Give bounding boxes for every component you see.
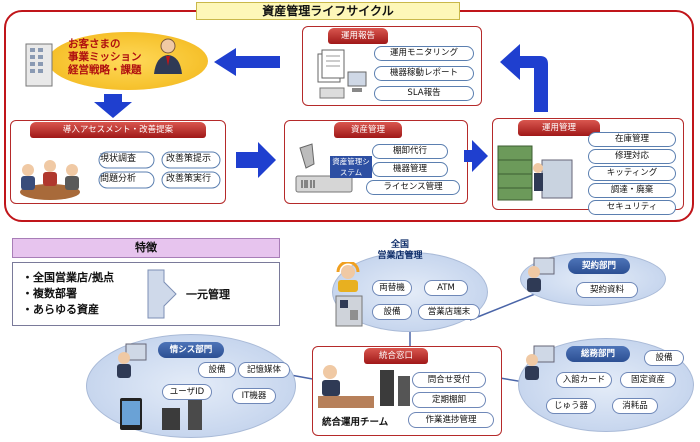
operation-item-security: セキュリティ (588, 200, 676, 215)
asset-item-inventory: 棚卸代行 (372, 144, 448, 159)
arrow-operation-to-report (500, 44, 548, 112)
it-item-userid: ユーザID (162, 384, 212, 400)
features-box (12, 262, 280, 326)
window-team: 統合運用チーム (322, 417, 389, 428)
operation-item-repair: 修理対応 (588, 149, 676, 164)
meeting-people-icon (20, 160, 80, 200)
assessment-item-analysis: 問題分析 (100, 174, 137, 184)
arrow-assessment-to-asset (236, 142, 276, 178)
general-item-consumables: 消耗品 (612, 398, 658, 414)
warehouse-icon (497, 145, 573, 201)
it-item-devices: IT機器 (232, 388, 276, 404)
arrow-customer-to-assessment (94, 94, 132, 118)
arrow-asset-to-operation (464, 140, 488, 172)
operation-item-stock: 在庫管理 (588, 132, 676, 147)
asset-item-device: 機器管理 (372, 162, 448, 177)
features-title: 特徴 (12, 238, 280, 258)
branch-staff-icon (335, 262, 363, 327)
page-title-overlay: 資産管理ライフサイクル (196, 2, 460, 20)
features-bracket-arrow (147, 269, 177, 319)
nationwide-item-terminal: 営業店端末 (418, 304, 480, 320)
nationwide-title: 全国 営業店管理 (370, 240, 430, 262)
asset-item-license: ライセンス管理 (366, 180, 460, 195)
asset-system-icon (295, 143, 353, 193)
nationwide-title-line-2: 営業店管理 (377, 251, 423, 261)
general-item-fixtures: じゅう器 (546, 398, 596, 414)
customer-text: お客さまの 事業ミッション 経営戦略・課題 (68, 38, 178, 77)
building-icon (25, 43, 53, 87)
operation-item-kitting: キッティング (588, 166, 676, 181)
customer-line-2: 事業ミッション (68, 51, 142, 63)
nationwide-title-line-1: 全国 (390, 240, 409, 250)
it-item-equipment: 設備 (198, 362, 236, 378)
report-documents-icon (317, 49, 367, 99)
assessment-item-proposal: 改善策提示 (166, 154, 212, 164)
contract-staff-icon (527, 257, 555, 292)
arrow-report-to-customer (214, 48, 280, 76)
report-item-sla: SLA報告 (374, 86, 474, 101)
contract-title: 契約部門 (568, 258, 630, 274)
window-item-inventory: 定期棚卸 (412, 392, 486, 408)
features-result: 一元管理 (186, 288, 230, 301)
features-list: ・全国営業店/拠点 ・複数部署 ・あらゆる資産 (22, 270, 114, 318)
report-panel-title: 運用報告 (328, 28, 388, 44)
window-title: 統合窓口 (364, 348, 428, 364)
window-item-progress: 作業進捗管理 (408, 412, 494, 428)
assessment-panel-title: 導入アセスメント・改善提案 (30, 122, 206, 138)
window-item-inquiry: 問合せ受付 (412, 372, 486, 388)
asset-system-label: 資産管理システム (330, 156, 372, 178)
customer-line-3: 経営戦略・課題 (68, 64, 142, 76)
help-desk-icon (318, 365, 410, 408)
contract-item-documents: 契約資料 (576, 282, 638, 298)
report-item-monitoring: 運用モニタリング (374, 46, 474, 61)
feature-item-assets: ・あらゆる資産 (22, 303, 99, 316)
customer-line-1: お客さまの (68, 38, 121, 50)
general-item-equipment: 設備 (644, 350, 684, 366)
nationwide-item-atm: ATM (424, 280, 468, 296)
nationwide-item-equipment: 設備 (372, 304, 412, 320)
businessman-icon (154, 38, 182, 74)
operation-item-procurement: 調達・廃棄 (588, 183, 676, 198)
assessment-item-frames (98, 151, 221, 189)
nationwide-item-exchanger: 両替機 (372, 280, 412, 296)
general-title: 総務部門 (566, 346, 630, 362)
it-dept-title: 情シス部門 (158, 342, 224, 358)
feature-item-departments: ・複数部署 (22, 287, 77, 300)
feature-item-branches: ・全国営業店/拠点 (22, 271, 115, 284)
general-item-fixed-assets: 固定資産 (620, 372, 676, 388)
customer-ellipse (48, 32, 208, 90)
it-staff-icon (117, 343, 147, 378)
assessment-item-survey: 現状調査 (100, 154, 137, 164)
it-item-media: 記憶媒体 (238, 362, 290, 378)
report-item-device-report: 機器稼動レポート (374, 66, 474, 81)
assessment-item-execution: 改善策実行 (166, 174, 212, 184)
asset-panel-title: 資産管理 (334, 122, 402, 138)
general-item-card: 入館カード (556, 372, 612, 388)
it-devices-icon (120, 398, 202, 430)
operation-panel-title: 運用管理 (518, 120, 600, 136)
general-staff-icon (525, 345, 555, 380)
